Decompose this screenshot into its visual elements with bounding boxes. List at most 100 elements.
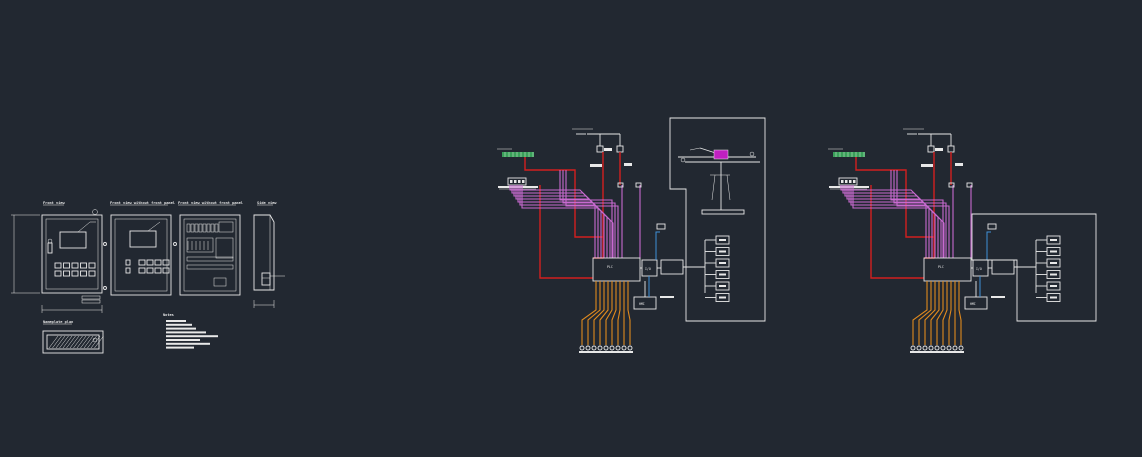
label-bar	[1050, 239, 1057, 241]
signal-wire	[519, 185, 611, 258]
signal-wire	[840, 185, 927, 258]
signal-wire	[511, 185, 599, 258]
relay-block	[656, 223, 666, 230]
terminal-strip	[833, 152, 865, 157]
sensor-cable	[958, 281, 962, 345]
label-bar	[719, 239, 726, 241]
note-line	[166, 346, 194, 349]
front-view-title: Front view	[43, 201, 65, 205]
sensor-cable	[617, 281, 621, 345]
sensor-icon	[916, 345, 922, 351]
output-box	[1046, 258, 1061, 268]
hatch-line	[69, 335, 80, 349]
relay-contact	[841, 180, 844, 183]
breaker-icon	[202, 223, 207, 233]
panel-inside-view: Front view without front panel	[173, 201, 243, 296]
note-line	[166, 327, 196, 330]
signal-wire	[893, 170, 947, 258]
display-box	[991, 259, 1015, 275]
enclosure-outline	[971, 213, 1097, 322]
output-box	[715, 258, 730, 268]
label-bar	[991, 296, 1005, 298]
nameplate-plan: Nameplate plan	[42, 320, 104, 354]
signal-wire	[562, 170, 616, 258]
pushbutton-icon	[54, 262, 62, 269]
front-buttons	[54, 262, 96, 277]
sensor-cable	[918, 281, 932, 345]
output-box	[715, 281, 730, 291]
breaker-icon	[616, 145, 624, 153]
label-bar	[719, 285, 726, 287]
label-bar	[604, 148, 612, 151]
breaker-icon	[190, 223, 195, 233]
pushbutton-icon	[162, 259, 170, 266]
breaker-icon	[186, 223, 191, 233]
output-box	[715, 293, 730, 302]
hatch-line	[80, 335, 90, 349]
label-bar	[719, 250, 726, 253]
sensor-icon	[952, 345, 958, 351]
output-box	[715, 247, 730, 256]
inside-modules	[186, 221, 234, 287]
display-label: HMI	[639, 302, 645, 306]
pushbutton-icon	[63, 270, 70, 277]
label-bar	[1050, 296, 1057, 299]
power-wire	[524, 157, 603, 238]
actuator-box	[713, 149, 729, 160]
terminal-rail	[186, 264, 234, 270]
side-view-title: Side view	[257, 201, 277, 205]
sensor-icon	[948, 182, 955, 188]
relay-block	[987, 223, 997, 230]
label-bar	[719, 262, 726, 264]
sensor-cable	[948, 281, 952, 345]
pushbutton-icon	[125, 267, 131, 274]
hatch-line	[73, 335, 83, 349]
terminal-strip	[502, 152, 534, 157]
sensor-cable	[581, 281, 597, 345]
signal-wire	[559, 170, 613, 258]
label-bar	[660, 296, 674, 298]
sensor-icon	[609, 345, 615, 351]
signal-wire	[513, 185, 602, 258]
sensor-icon	[621, 345, 627, 351]
pushbutton-icon	[154, 267, 162, 274]
sensor-cable	[587, 281, 601, 345]
nameplate-title: Nameplate plan	[43, 320, 73, 324]
note-line	[166, 339, 200, 341]
pushbutton-icon	[146, 267, 154, 274]
terminal-rail	[186, 256, 234, 262]
relay-contact	[849, 180, 852, 183]
label-bar	[1050, 262, 1057, 264]
pushbutton-icon	[71, 270, 79, 277]
hatch-line	[55, 335, 66, 349]
signal-wire	[517, 185, 608, 258]
pushbutton-icon	[138, 267, 146, 274]
breaker-icon	[210, 223, 215, 233]
plc-box	[592, 257, 641, 282]
sensor-icon	[966, 182, 973, 188]
signal-wire	[842, 185, 930, 258]
display-box	[964, 296, 988, 310]
hatch-line	[52, 335, 62, 349]
pushbutton-icon	[88, 262, 96, 269]
sensor-cable	[930, 281, 940, 345]
power-wire	[855, 157, 934, 238]
signal-wire	[850, 185, 942, 258]
hatch-line	[62, 335, 73, 349]
pushbutton-icon	[71, 262, 79, 269]
sensor-icon	[627, 345, 633, 351]
signal-wire	[896, 170, 950, 258]
pushbutton-icon	[146, 259, 154, 266]
hatch-line	[66, 335, 76, 349]
sensor-icon	[597, 345, 603, 351]
note-line	[166, 323, 192, 326]
relay-contact	[522, 180, 525, 183]
relay-contact	[514, 180, 517, 183]
display-box	[660, 259, 684, 275]
crane-illustration	[669, 117, 766, 322]
output-box	[1046, 235, 1061, 245]
output-box	[715, 270, 730, 279]
